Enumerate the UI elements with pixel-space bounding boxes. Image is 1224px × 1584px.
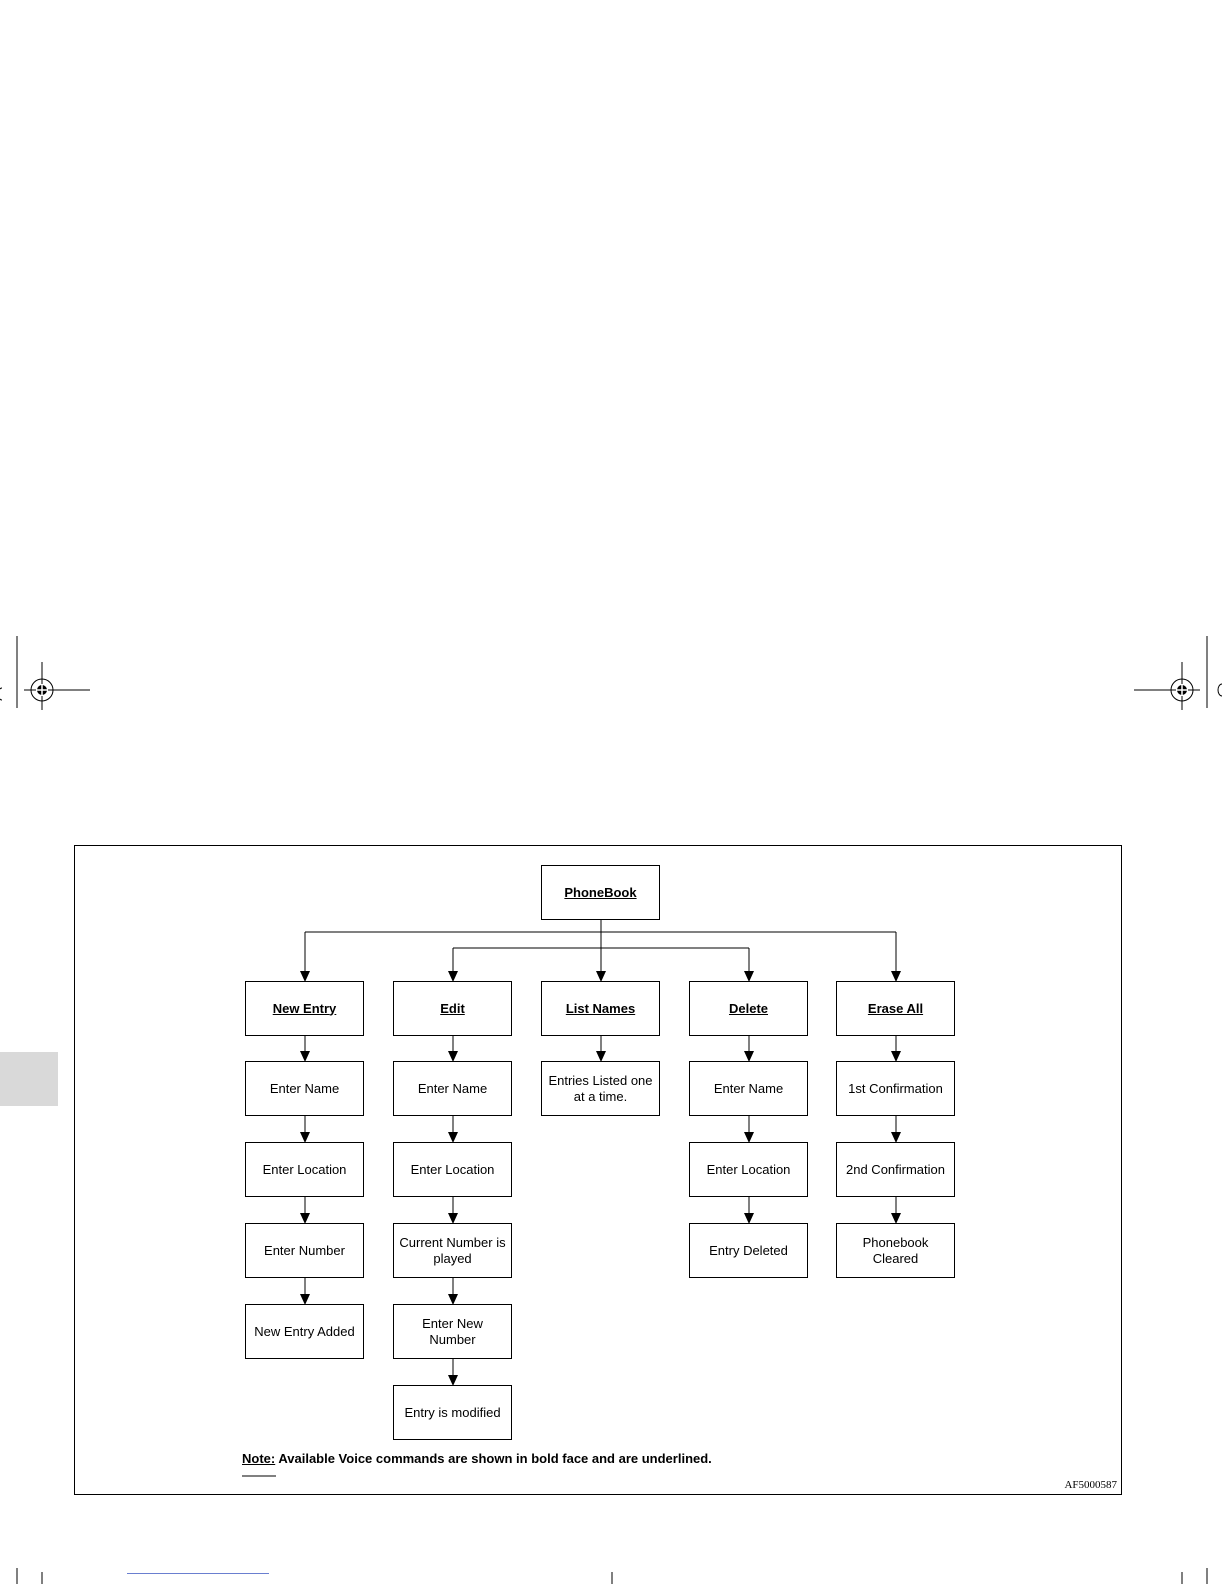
delete-step-enter-name: Enter Name bbox=[689, 1061, 808, 1116]
delete-step-enter-location: Enter Location bbox=[689, 1142, 808, 1197]
section-tab bbox=[0, 1052, 58, 1106]
edit-step-entry-modified: Entry is modified bbox=[393, 1385, 512, 1440]
figure-code: AF5000587 bbox=[1064, 1479, 1117, 1491]
edit-step-enter-new-number: Enter New Number bbox=[393, 1304, 512, 1359]
new-entry-step-added: New Entry Added bbox=[245, 1304, 364, 1359]
edit-step-current-number-played: Current Number is played bbox=[393, 1223, 512, 1278]
voice-command-note: Note: Available Voice commands are shown… bbox=[242, 1451, 712, 1466]
erase-all-step-2nd-confirmation: 2nd Confirmation bbox=[836, 1142, 955, 1197]
new-entry-step-enter-name: Enter Name bbox=[245, 1061, 364, 1116]
edit-step-enter-name: Enter Name bbox=[393, 1061, 512, 1116]
delete-command: Delete bbox=[689, 981, 808, 1036]
new-entry-step-enter-number: Enter Number bbox=[245, 1223, 364, 1278]
list-names-step-entries-listed: Entries Listed one at a time. bbox=[541, 1061, 660, 1116]
list-names-command: List Names bbox=[541, 981, 660, 1036]
erase-all-step-phonebook-cleared: Phonebook Cleared bbox=[836, 1223, 955, 1278]
delete-step-entry-deleted: Entry Deleted bbox=[689, 1223, 808, 1278]
phonebook-flowchart: PhoneBook New Entry Edit List Names Dele… bbox=[74, 845, 1122, 1495]
erase-all-command: Erase All bbox=[836, 981, 955, 1036]
edit-command: Edit bbox=[393, 981, 512, 1036]
erase-all-step-1st-confirmation: 1st Confirmation bbox=[836, 1061, 955, 1116]
new-entry-command: New Entry bbox=[245, 981, 364, 1036]
footer-link-line bbox=[127, 1573, 269, 1574]
new-entry-step-enter-location: Enter Location bbox=[245, 1142, 364, 1197]
edit-step-enter-location: Enter Location bbox=[393, 1142, 512, 1197]
note-label: Note: bbox=[242, 1451, 276, 1466]
note-text: Available Voice commands are shown in bo… bbox=[275, 1451, 712, 1466]
connector-lines bbox=[242, 920, 901, 1477]
root-phonebook-command: PhoneBook bbox=[541, 865, 660, 920]
